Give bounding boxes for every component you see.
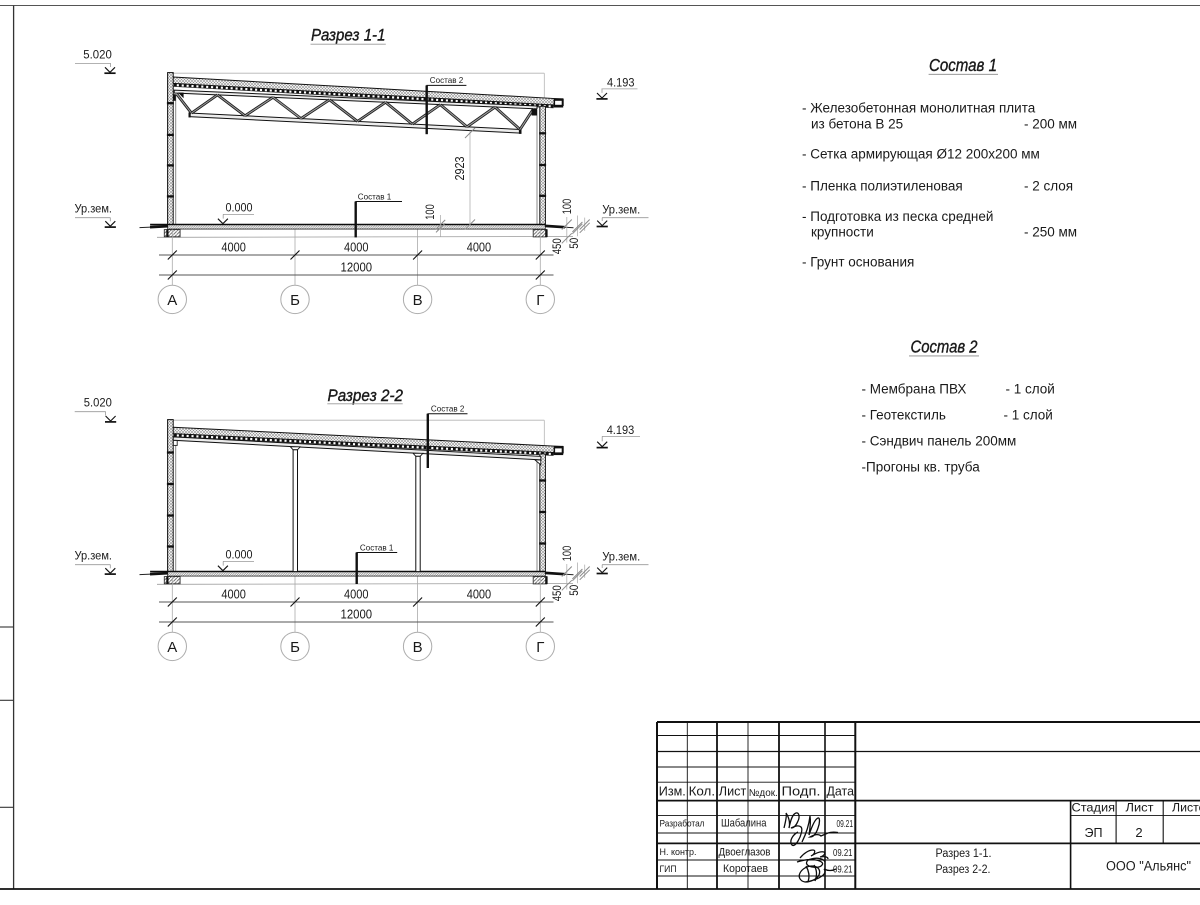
svg-text:Г: Г — [536, 292, 544, 309]
svg-text:Состав 1: Состав 1 — [358, 192, 392, 201]
svg-text:ООО "Альянс": ООО "Альянс" — [1106, 859, 1191, 874]
svg-text:09.21: 09.21 — [837, 819, 854, 830]
svg-text:Разрез 1-1.: Разрез 1-1. — [936, 848, 992, 860]
svg-text:- 1 слой: - 1 слой — [1004, 408, 1053, 423]
svg-text:2: 2 — [1135, 825, 1142, 840]
svg-text:100: 100 — [425, 204, 437, 220]
svg-text:ГИП: ГИП — [660, 864, 677, 875]
svg-text:Дата: Дата — [827, 784, 855, 799]
svg-text:100: 100 — [562, 546, 574, 562]
svg-text:Б: Б — [290, 292, 300, 309]
svg-text:Н. контр.: Н. контр. — [660, 847, 697, 858]
svg-text:0.000: 0.000 — [226, 550, 253, 562]
svg-text:2923: 2923 — [453, 156, 467, 180]
svg-text:4.193: 4.193 — [607, 77, 635, 89]
svg-text:Подп.: Подп. — [782, 784, 821, 799]
svg-text:09.21: 09.21 — [833, 864, 853, 875]
svg-text:В: В — [413, 292, 423, 309]
svg-text:Стадия: Стадия — [1072, 800, 1116, 814]
svg-text:450: 450 — [552, 585, 564, 601]
svg-text:12000: 12000 — [341, 608, 373, 622]
svg-text:Кол.: Кол. — [689, 785, 716, 799]
svg-text:Ур.зем.: Ур.зем. — [602, 551, 640, 563]
svg-text:4000: 4000 — [467, 588, 492, 602]
svg-text:4000: 4000 — [344, 588, 369, 602]
svg-text:- Подготовка из песка средней: - Подготовка из песка средней — [802, 209, 993, 224]
svg-text:- Геотекстиль: - Геотекстиль — [862, 408, 946, 423]
svg-text:крупности: крупности — [811, 225, 874, 240]
svg-text:Коротаев: Коротаев — [723, 863, 768, 875]
svg-text:-Прогоны кв. труба: -Прогоны кв. труба — [862, 460, 981, 475]
svg-text:Разрез 1-1: Разрез 1-1 — [311, 26, 386, 45]
svg-text:5.020: 5.020 — [84, 398, 112, 410]
svg-text:Разрез 2-2.: Разрез 2-2. — [936, 864, 991, 876]
svg-text:Листов: Листов — [1172, 800, 1200, 814]
svg-text:- Железобетонная монолитная п: - Железобетонная монолитная плита — [802, 101, 1036, 116]
svg-text:ЭП: ЭП — [1085, 825, 1103, 840]
svg-text:450: 450 — [552, 238, 564, 254]
svg-text:А: А — [167, 292, 177, 309]
svg-text:- Грунт основания: - Грунт основания — [802, 255, 914, 270]
svg-text:4000: 4000 — [221, 588, 246, 602]
svg-text:Ур.зем.: Ур.зем. — [75, 204, 113, 216]
svg-text:- 250 мм: - 250 мм — [1024, 225, 1077, 240]
svg-text:Состав 2: Состав 2 — [911, 336, 978, 356]
svg-text:Шабалина: Шабалина — [721, 818, 767, 830]
svg-text:50: 50 — [569, 585, 581, 596]
svg-text:50: 50 — [569, 238, 581, 249]
svg-text:Ур.зем.: Ур.зем. — [75, 551, 113, 563]
svg-text:- Сэндвич панель 200мм: - Сэндвич панель 200мм — [862, 434, 1017, 449]
svg-text:Состав 2: Состав 2 — [431, 404, 465, 413]
svg-text:- Пленка полиэтиленовая: - Пленка полиэтиленовая — [802, 179, 963, 194]
svg-text:Разработал: Разработал — [660, 819, 705, 830]
svg-text:09.21: 09.21 — [833, 848, 853, 859]
svg-text:Б: Б — [290, 639, 300, 656]
svg-text:4000: 4000 — [344, 241, 369, 255]
svg-text:- Сетка армирующая Ø12 200х200: - Сетка армирующая Ø12 200х200 мм — [802, 147, 1040, 162]
svg-text:- 1 слой: - 1 слой — [1006, 382, 1055, 397]
svg-text:- Мембрана ПВХ: - Мембрана ПВХ — [862, 382, 967, 397]
svg-text:Состав 1: Состав 1 — [360, 543, 394, 552]
svg-text:4.193: 4.193 — [607, 425, 635, 437]
svg-text:5.020: 5.020 — [83, 50, 112, 62]
svg-text:4000: 4000 — [221, 241, 246, 255]
svg-text:В: В — [413, 639, 423, 656]
svg-text:12000: 12000 — [341, 261, 373, 275]
svg-text:Разрез 2-2: Разрез 2-2 — [328, 386, 404, 405]
svg-text:Лист: Лист — [719, 785, 747, 799]
svg-text:- 200 мм: - 200 мм — [1024, 117, 1077, 132]
svg-text:№док.: №док. — [749, 788, 778, 799]
svg-text:Ур.зем.: Ур.зем. — [602, 204, 640, 216]
svg-text:0.000: 0.000 — [226, 203, 253, 215]
svg-text:100: 100 — [562, 199, 574, 215]
svg-text:Состав 1: Состав 1 — [929, 55, 997, 75]
svg-text:- 2 слоя: - 2 слоя — [1024, 179, 1073, 194]
svg-text:Двоеглазов: Двоеглазов — [719, 847, 771, 859]
svg-text:А: А — [167, 639, 177, 656]
svg-text:4000: 4000 — [467, 241, 492, 255]
svg-text:Состав 2: Состав 2 — [430, 76, 464, 85]
svg-text:из бетона В 25: из бетона В 25 — [811, 117, 903, 132]
svg-text:Лист: Лист — [1126, 800, 1155, 814]
svg-text:Г: Г — [536, 639, 544, 656]
svg-text:Изм.: Изм. — [659, 785, 686, 799]
